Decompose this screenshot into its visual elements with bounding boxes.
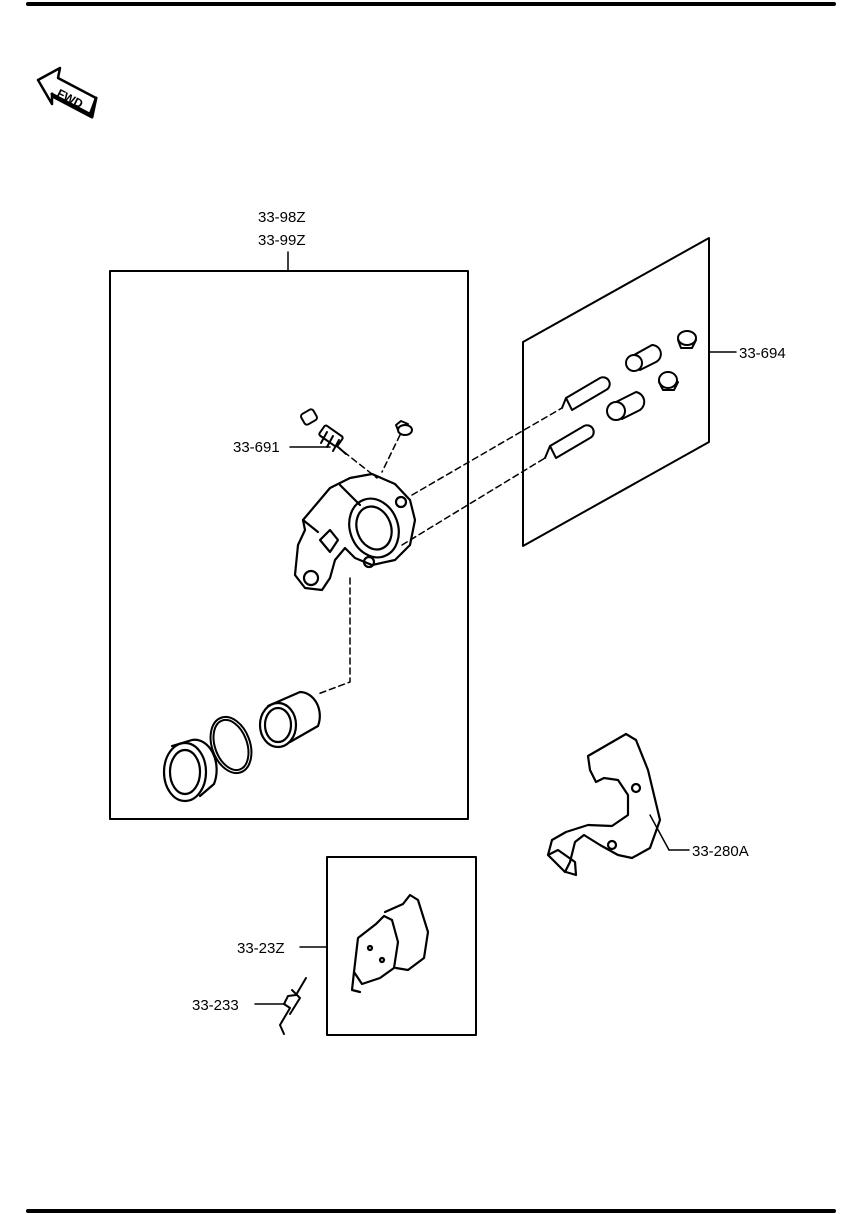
pin-boot-icon [658,330,697,391]
caliper-assembly-frame [109,270,469,820]
piston-seal-icon [209,715,253,775]
brake-pad-icon [350,893,430,994]
bleeder-label: 33-691 [233,439,280,456]
pad-spring-label: 33-233 [192,997,239,1014]
pin-bushing-icon [606,344,662,421]
assembly-dashed-lines [317,407,563,695]
caliper-assembly-label-b: 33-99Z [258,232,306,249]
pad-set-frame [326,856,477,1036]
dust-cap-icon [395,420,413,436]
mounting-bracket-icon [546,732,662,877]
pad-set-label: 33-23Z [237,940,285,957]
caliper-assembly-label-a: 33-98Z [258,209,306,226]
guide-pin-icon [544,376,611,459]
fwd-arrow-icon: FWD [36,66,98,119]
guide-pin-kit-label: 33-694 [739,345,786,362]
piston-icon [258,690,321,749]
guide-pin-kit-frame [522,237,710,547]
dust-boot-icon [162,738,218,803]
bleeder-screw-icon [300,408,347,455]
mounting-bracket-leader [649,814,670,851]
mounting-bracket-label: 33-280A [692,843,749,860]
pad-spring-icon [279,977,307,1035]
caliper-body-icon [293,472,417,592]
